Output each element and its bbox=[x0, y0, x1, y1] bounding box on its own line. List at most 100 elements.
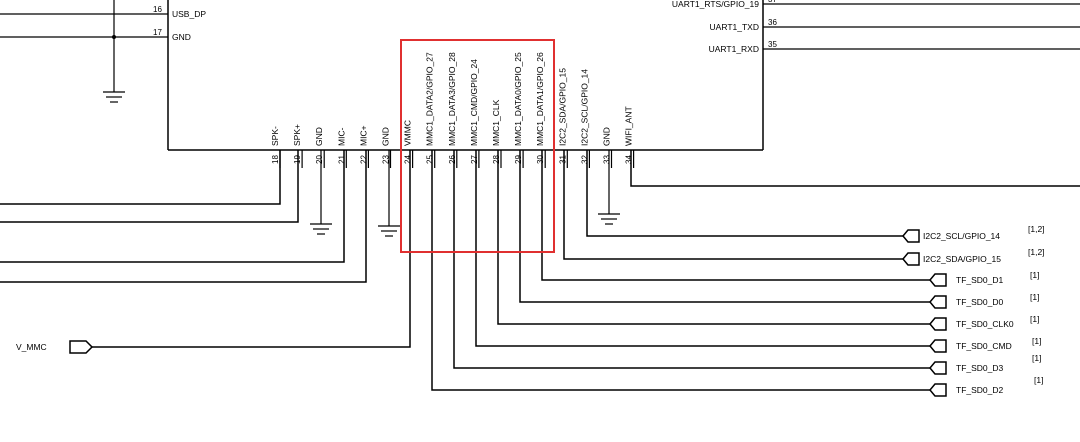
net-port-3: TF_SD0_D1 [1] bbox=[929, 270, 1039, 287]
net-port-ref: [1] bbox=[1030, 270, 1039, 280]
pin-number: 27 bbox=[470, 155, 479, 164]
pin-number: 18 bbox=[271, 155, 280, 164]
right-pin-35: 35 UART1_RXD bbox=[709, 40, 1080, 54]
ic-body bbox=[167, 0, 764, 151]
net-port-2: I2C2_SDA/GPIO_15 [1,2] bbox=[902, 247, 1045, 266]
mmc-signal-wires bbox=[92, 150, 930, 391]
pin-label: MIC- bbox=[336, 127, 346, 146]
svg-text:16: 16 bbox=[153, 5, 162, 14]
net-port-ref: [1,2] bbox=[1028, 247, 1045, 257]
audio-wires bbox=[0, 150, 367, 283]
net-port-label: TF_SD0_CMD bbox=[956, 341, 1012, 351]
right-pin-37: 37 UART1_RTS/GPIO_19 bbox=[672, 0, 1080, 9]
left-pin-17: 17 GND bbox=[0, 28, 191, 42]
bottom-pin-23: 23 GND bbox=[381, 127, 392, 168]
pin-label: I2C2_SCL/GPIO_14 bbox=[579, 69, 589, 146]
svg-text:V_MMC: V_MMC bbox=[16, 342, 47, 352]
net-port-label: TF_SD0_D3 bbox=[956, 363, 1004, 373]
net-port-label: I2C2_SCL/GPIO_14 bbox=[923, 231, 1000, 241]
net-port-label: TF_SD0_CLK0 bbox=[956, 319, 1014, 329]
bottom-pin-34: 34 WIFI_ANT bbox=[624, 106, 635, 168]
pin-label: MMC1_DATA1/GPIO_26 bbox=[535, 52, 545, 146]
net-port-8: TF_SD0_D2 [1] bbox=[929, 375, 1043, 397]
pin-number: 34 bbox=[625, 155, 634, 164]
net-port-ref: [1] bbox=[1032, 336, 1041, 346]
pin-number: 22 bbox=[359, 155, 368, 164]
pin-number: 31 bbox=[558, 155, 567, 164]
net-port-4: TF_SD0_D0 [1] bbox=[929, 292, 1039, 309]
svg-text:GND: GND bbox=[172, 32, 191, 42]
ground-symbol-pin-33 bbox=[598, 150, 620, 225]
bottom-pin-20: 20 GND bbox=[314, 127, 325, 168]
bottom-pin-24: 24 VMMC bbox=[403, 120, 414, 168]
pin-label: MMC1_CLK bbox=[491, 99, 501, 146]
bottom-pin-28: 28 MMC1_CLK bbox=[491, 99, 502, 168]
pin-label: I2C2_SDA/GPIO_15 bbox=[557, 68, 567, 146]
pin-number: 30 bbox=[536, 155, 545, 164]
pin-label: MMC1_DATA0/GPIO_25 bbox=[513, 52, 523, 146]
svg-text:USB_DP: USB_DP bbox=[172, 9, 206, 19]
bottom-pin-30: 30 MMC1_DATA1/GPIO_26 bbox=[535, 52, 546, 168]
pin-number: 20 bbox=[315, 155, 324, 164]
right-pin-36: 36 UART1_TXD bbox=[710, 18, 1080, 32]
pin-label: SPK- bbox=[270, 126, 280, 146]
net-port-label: TF_SD0_D0 bbox=[956, 297, 1004, 307]
pin-label: MIC+ bbox=[358, 125, 368, 146]
ground-symbol-pin-23 bbox=[378, 150, 400, 237]
net-port-label: TF_SD0_D2 bbox=[956, 385, 1004, 395]
wifi-ant-wire bbox=[630, 150, 1080, 187]
pin-label: VMMC bbox=[403, 120, 413, 146]
net-port-ref: [1] bbox=[1034, 375, 1043, 385]
net-port-5: TF_SD0_CLK0 [1] bbox=[929, 314, 1039, 331]
svg-text:17: 17 bbox=[153, 28, 162, 37]
pin-number: 21 bbox=[337, 155, 346, 164]
pin-label: GND bbox=[314, 127, 324, 146]
net-port-label: I2C2_SDA/GPIO_15 bbox=[923, 254, 1001, 264]
pin-number: 24 bbox=[404, 155, 413, 164]
pin-number: 33 bbox=[603, 155, 612, 164]
pin-number: 29 bbox=[514, 155, 523, 164]
svg-text:UART1_TXD: UART1_TXD bbox=[710, 22, 759, 32]
net-port-ref: [1] bbox=[1030, 292, 1039, 302]
net-port-ref: [1] bbox=[1030, 314, 1039, 324]
pin-number: 32 bbox=[580, 155, 589, 164]
bottom-pin-22: 22 MIC+ bbox=[358, 125, 369, 168]
bottom-pin-33: 33 GND bbox=[602, 127, 613, 168]
ground-symbol-pin-20 bbox=[310, 150, 332, 235]
ground-symbol-left bbox=[103, 0, 125, 103]
pin-label: MMC1_CMD/GPIO_24 bbox=[469, 59, 479, 146]
svg-text:37: 37 bbox=[768, 0, 777, 4]
net-port-6: TF_SD0_CMD [1] bbox=[929, 336, 1041, 353]
net-port-ref: [1,2] bbox=[1028, 224, 1045, 234]
bottom-pin-18: 18 SPK- bbox=[270, 126, 281, 168]
v-mmc-port: V_MMC bbox=[16, 340, 94, 354]
pin-label: MMC1_DATA2/GPIO_27 bbox=[425, 52, 435, 146]
pin-number: 23 bbox=[382, 155, 391, 164]
svg-text:UART1_RTS/GPIO_19: UART1_RTS/GPIO_19 bbox=[672, 0, 759, 9]
net-port-group: I2C2_SCL/GPIO_14 [1,2] I2C2_SDA/GPIO_15 [1,… bbox=[902, 224, 1045, 397]
svg-text:36: 36 bbox=[768, 18, 777, 27]
pin-number: 28 bbox=[492, 155, 501, 164]
net-port-label: TF_SD0_D1 bbox=[956, 275, 1004, 285]
net-port-1: I2C2_SCL/GPIO_14 [1,2] bbox=[902, 224, 1045, 243]
svg-text:UART1_RXD: UART1_RXD bbox=[709, 44, 759, 54]
net-port-ref: [1] bbox=[1032, 353, 1041, 363]
pin-label: MMC1_DATA3/GPIO_28 bbox=[447, 52, 457, 146]
pin-label: WIFI_ANT bbox=[624, 106, 634, 146]
bottom-pin-21: 21 MIC- bbox=[336, 127, 347, 168]
net-port-7: TF_SD0_D3 [1] bbox=[929, 353, 1041, 375]
bottom-pin-32: 32 I2C2_SCL/GPIO_14 bbox=[579, 69, 591, 168]
highlight-box bbox=[400, 39, 555, 253]
pin-label: GND bbox=[602, 127, 612, 146]
bottom-pin-29: 29 MMC1_DATA0/GPIO_25 bbox=[513, 52, 524, 168]
bottom-pin-31: 31 I2C2_SDA/GPIO_15 bbox=[557, 68, 568, 168]
bottom-pin-27: 27 MMC1_CMD/GPIO_24 bbox=[469, 59, 480, 168]
pin-label: GND bbox=[381, 127, 391, 146]
pin-number: 26 bbox=[448, 155, 457, 164]
pin-label: SPK+ bbox=[292, 124, 302, 146]
left-pin-16: 16 USB_DP bbox=[0, 5, 206, 19]
